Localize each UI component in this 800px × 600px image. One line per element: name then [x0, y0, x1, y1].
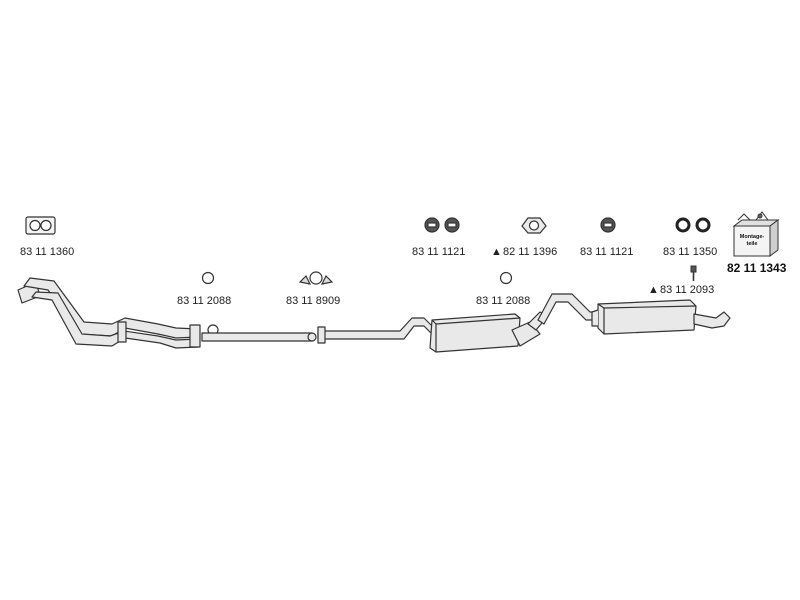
part-label-ring-1: 83 11 2088: [177, 295, 231, 307]
flange-gasket-icon: [521, 217, 547, 234]
exhaust-assembly: [17, 277, 731, 353]
front-pipe: [17, 277, 199, 349]
intermediate-pipe: [317, 317, 433, 344]
part-label-ring-2: 83 11 2088: [476, 295, 530, 307]
part-label-hanger-pair-1: 83 11 1121: [412, 246, 465, 258]
marker-bolt: ▲: [648, 284, 659, 296]
part-label-gasket: 83 11 1360: [20, 246, 74, 258]
mounting-kit-box-line-2: teile: [746, 241, 757, 247]
ring-icon: [201, 271, 215, 285]
part-label-mounting-kit: 82 11 1343: [727, 261, 787, 275]
part-label-clamp: 83 11 8909: [286, 295, 340, 307]
rubber-hanger-icon: [600, 217, 616, 233]
middle-pipe: [201, 332, 317, 342]
gasket-icon: [25, 216, 56, 235]
middle-silencer: [429, 313, 521, 353]
rear-silencer: [591, 299, 731, 335]
part-label-o-ring-pair: 83 11 1350: [663, 246, 717, 258]
mounting-kit-box-line-1: Montage-: [740, 234, 765, 240]
ring-icon: [499, 271, 513, 285]
marker-flange-gasket: ▲: [491, 246, 502, 258]
part-label-bolt: 83 11 2093: [660, 284, 714, 296]
o-ring-icon: [675, 217, 711, 233]
mounting-kit-icon: Montage- teile: [732, 211, 780, 257]
clamp-icon: [298, 271, 334, 285]
part-label-flange-gasket: 82 11 1396: [503, 246, 557, 258]
bolt-icon: [690, 265, 697, 281]
part-label-hanger-pair-2: 83 11 1121: [580, 246, 633, 258]
rubber-hanger-icon: [424, 217, 460, 233]
